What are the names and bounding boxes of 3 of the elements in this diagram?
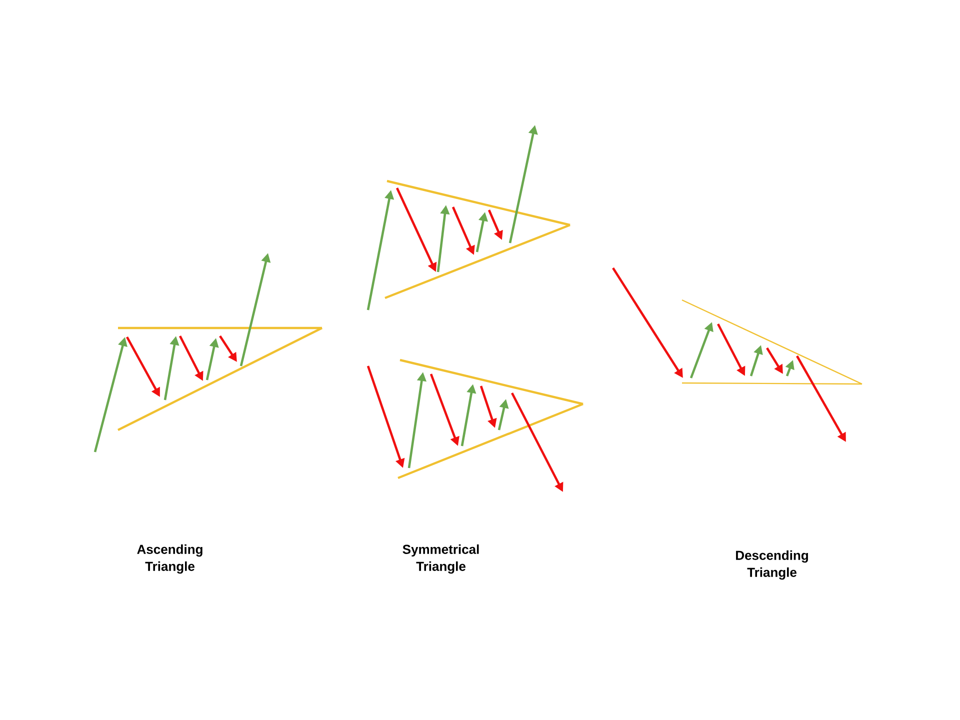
pattern-label: Ascending Triangle bbox=[137, 544, 202, 574]
pattern-label: Descending Triangle bbox=[736, 550, 808, 580]
pattern-label: Symmetrical Triangle bbox=[402, 544, 479, 574]
